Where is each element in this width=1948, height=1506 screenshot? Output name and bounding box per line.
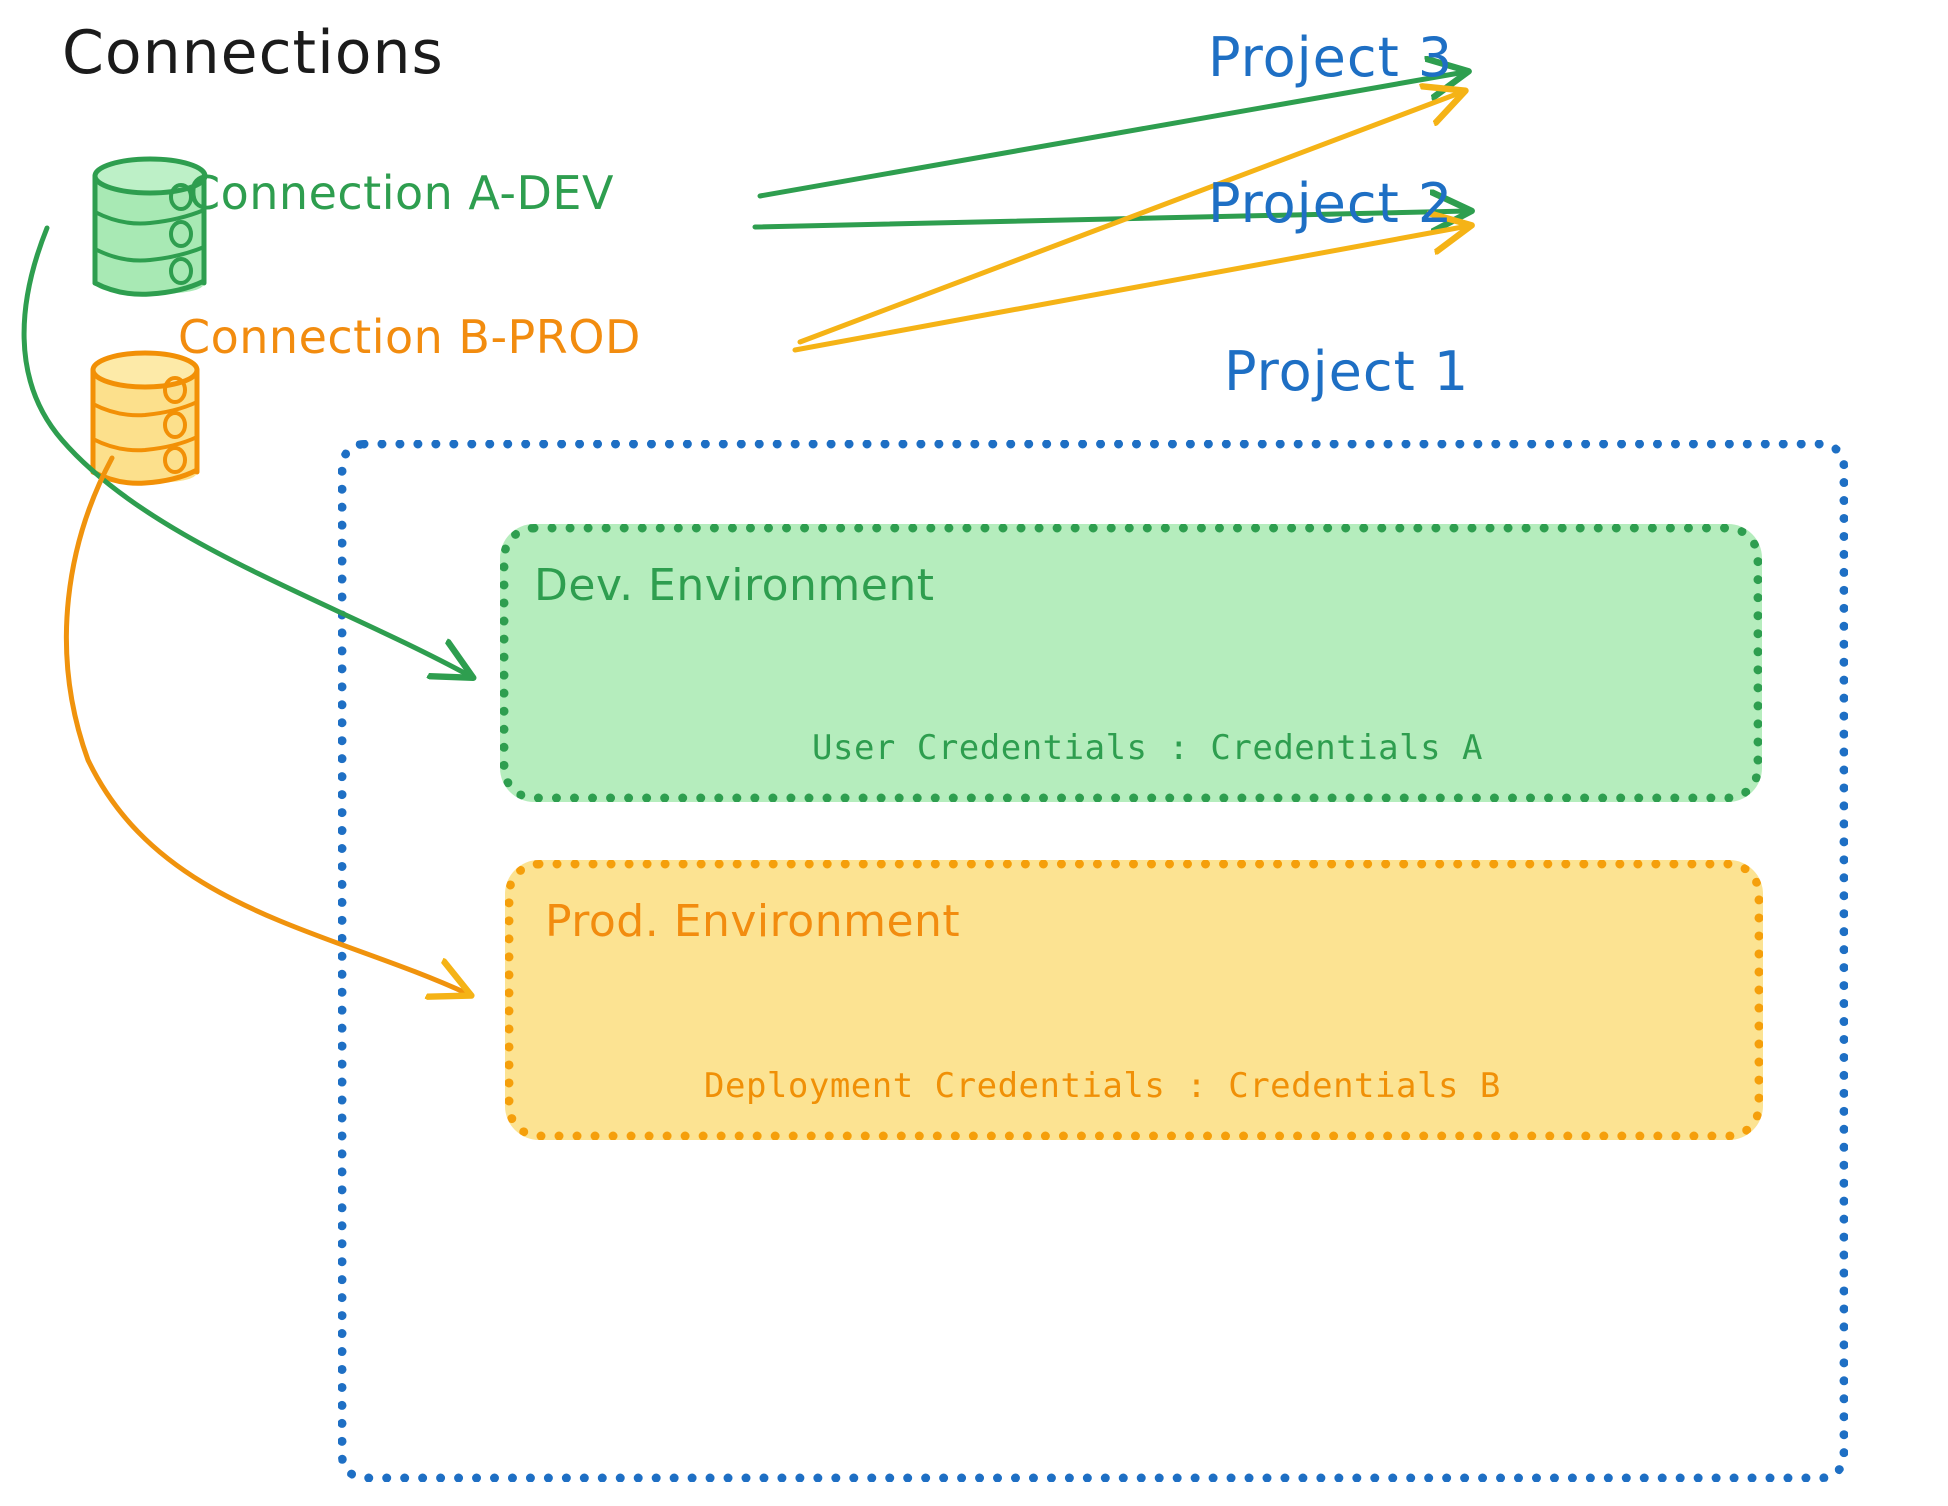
- connection-label-a-dev[interactable]: Connection A-DEV: [188, 166, 614, 220]
- dev-environment-box[interactable]: [500, 524, 1762, 802]
- prod-environment-box[interactable]: [505, 860, 1763, 1140]
- arrow-adev-to-project2: [752, 211, 1468, 227]
- page-title: Connections: [62, 18, 444, 88]
- project-label-project3[interactable]: Project 3: [1208, 26, 1454, 89]
- connection-label-b-prod[interactable]: Connection B-PROD: [178, 310, 641, 364]
- database-cylinder-icon-orange[interactable]: [90, 350, 200, 486]
- arrow-adev-to-project3: [757, 72, 1465, 199]
- arrow-bprod-to-project3: [797, 92, 1462, 345]
- database-cylinder-icon-green[interactable]: [92, 156, 208, 297]
- arrow-bprod-to-project2: [792, 226, 1468, 353]
- project-label-project2[interactable]: Project 2: [1208, 172, 1454, 235]
- project-label-project1[interactable]: Project 1: [1224, 340, 1470, 403]
